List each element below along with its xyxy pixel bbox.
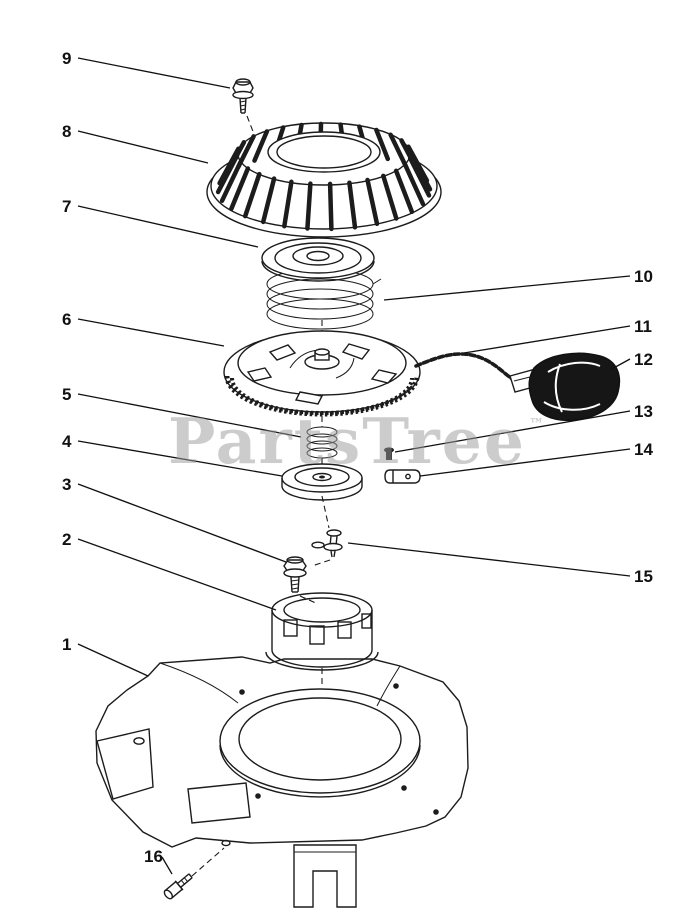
callout-1: 1 bbox=[62, 635, 71, 654]
assembly-line-16 bbox=[191, 847, 225, 877]
vent-slot bbox=[388, 132, 408, 168]
leader-line-15 bbox=[347, 542, 631, 577]
leader-line-7 bbox=[77, 205, 259, 248]
callout-13: 13 bbox=[634, 402, 653, 421]
leader-line-12 bbox=[609, 358, 631, 371]
part-10-rewind-spring bbox=[266, 268, 382, 330]
part-4-starter-cup bbox=[281, 458, 363, 501]
vent-slot bbox=[260, 176, 277, 225]
leader-line-16 bbox=[161, 856, 173, 875]
callout-8: 8 bbox=[62, 122, 71, 141]
callout-15: 15 bbox=[634, 567, 653, 586]
vent-slot bbox=[399, 138, 421, 175]
housing-bottom-bracket bbox=[293, 844, 357, 908]
vent-slot bbox=[347, 180, 358, 230]
leader-line-1 bbox=[77, 643, 149, 677]
leader-line-14 bbox=[419, 448, 631, 477]
part-2-collar bbox=[265, 592, 379, 688]
housing-screw-holes bbox=[239, 683, 439, 815]
washer bbox=[311, 541, 325, 549]
vent-slot bbox=[242, 171, 262, 219]
part-11-rope bbox=[414, 352, 520, 384]
callout-16: 16 bbox=[144, 847, 163, 866]
part-6-recoil-assembly bbox=[223, 320, 421, 417]
leader-line-10 bbox=[383, 275, 631, 301]
vent-slot bbox=[224, 140, 247, 178]
leader-line-9 bbox=[77, 57, 231, 89]
flange-hole bbox=[133, 737, 145, 745]
housing-side-flange bbox=[96, 728, 154, 800]
leader-line-13 bbox=[394, 410, 631, 453]
callout-14: 14 bbox=[634, 440, 653, 459]
part-8-starter-cover bbox=[206, 121, 442, 238]
housing-label-plate bbox=[187, 782, 251, 824]
part-9-screw bbox=[232, 78, 255, 135]
callout-3: 3 bbox=[62, 475, 71, 494]
leader-line-8 bbox=[77, 130, 209, 164]
part-3-bolt bbox=[283, 556, 319, 605]
leader-line-5 bbox=[77, 393, 302, 438]
vent-slot bbox=[374, 127, 391, 162]
leader-line-11 bbox=[463, 325, 631, 354]
bolt-16-hole bbox=[221, 839, 231, 847]
vent-slot bbox=[408, 151, 433, 192]
part-16-bolt bbox=[163, 873, 193, 900]
vent-slot bbox=[229, 166, 251, 212]
callout-10: 10 bbox=[634, 267, 653, 286]
leader-lines bbox=[77, 57, 631, 875]
callout-11: 11 bbox=[634, 317, 652, 336]
callout-4: 4 bbox=[62, 432, 72, 451]
vent-slot bbox=[252, 129, 270, 163]
callout-6: 6 bbox=[62, 310, 71, 329]
leader-line-6 bbox=[77, 318, 225, 347]
callout-12: 12 bbox=[634, 350, 653, 369]
vent-slot bbox=[365, 177, 380, 227]
collar-windows bbox=[283, 613, 372, 645]
part-12-handle bbox=[509, 352, 621, 422]
vent-slot bbox=[402, 162, 426, 207]
callout-labels: 9 8 7 6 5 4 3 2 1 16 10 11 12 13 14 15 bbox=[62, 49, 653, 866]
leader-line-2 bbox=[77, 538, 277, 611]
vent-slot bbox=[305, 181, 313, 231]
vent-slot bbox=[235, 134, 256, 170]
part-13-pin bbox=[384, 447, 394, 460]
vent-slot bbox=[393, 168, 415, 215]
vent-slot bbox=[327, 181, 334, 232]
callout-9: 9 bbox=[62, 49, 71, 68]
part-14-clip bbox=[384, 469, 421, 484]
callout-2: 2 bbox=[62, 530, 71, 549]
callout-5: 5 bbox=[62, 385, 71, 404]
callout-7: 7 bbox=[62, 197, 71, 216]
vent-slot bbox=[282, 179, 294, 229]
part-1-housing bbox=[95, 656, 469, 908]
vent-slot bbox=[381, 173, 399, 221]
leader-line-4 bbox=[77, 440, 283, 477]
cover-vent-slots bbox=[215, 121, 433, 232]
part-5-spring bbox=[306, 406, 338, 459]
pulley-cutouts bbox=[246, 343, 398, 405]
leader-line-3 bbox=[77, 483, 287, 563]
part-15-screw bbox=[311, 495, 343, 567]
